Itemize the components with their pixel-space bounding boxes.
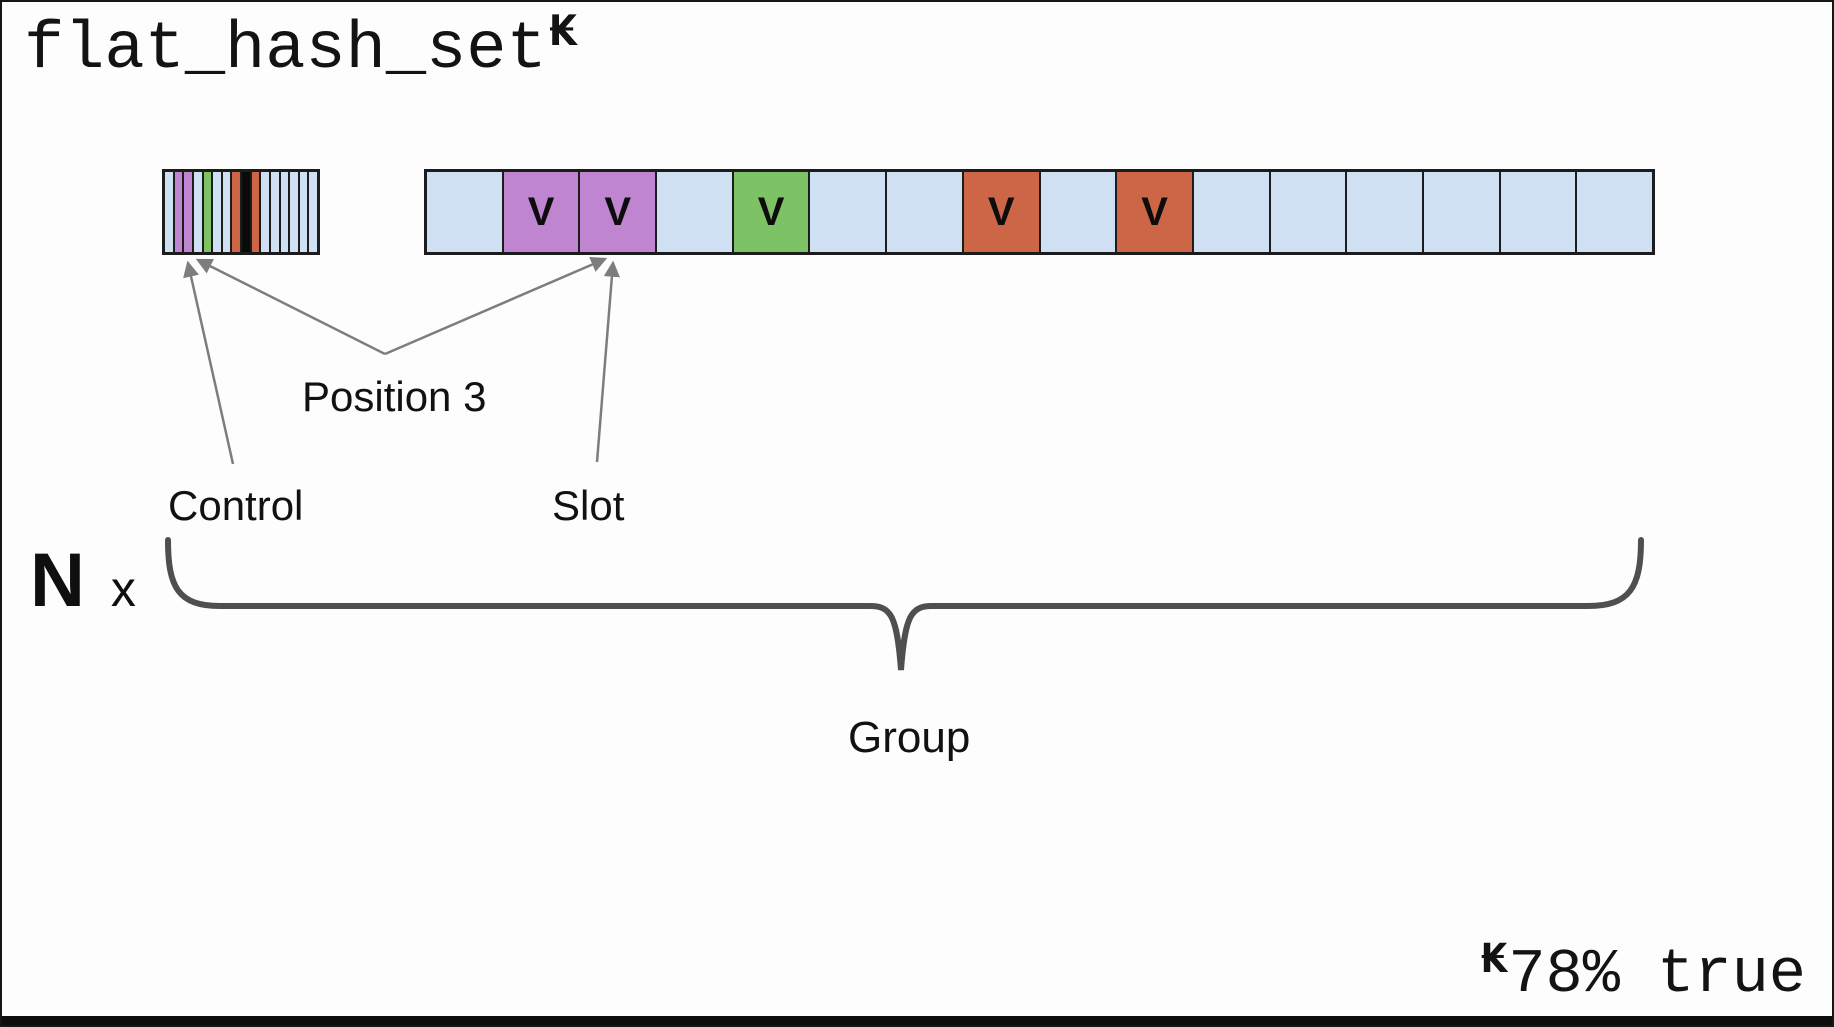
control-stripe-6-empty bbox=[222, 172, 231, 252]
slot-cell-11-empty bbox=[1270, 172, 1346, 252]
multiplier-n: N bbox=[30, 538, 85, 623]
slot-cell-6-empty bbox=[887, 172, 962, 252]
slot-value-label: V bbox=[604, 189, 632, 234]
control-stripe-10-empty bbox=[261, 172, 269, 252]
control-stripe-14-empty bbox=[299, 172, 308, 252]
control-stripe-8-deleted bbox=[242, 172, 250, 252]
slot-cell-14-empty bbox=[1500, 172, 1576, 252]
slot-value-label: V bbox=[1141, 189, 1168, 234]
control-label: Control bbox=[168, 482, 304, 529]
slot-cell-12-empty bbox=[1347, 172, 1422, 252]
slot-cell-2-occupied: V bbox=[580, 172, 656, 252]
slot-cell-3-empty bbox=[657, 172, 732, 252]
control-stripe-1-purple bbox=[174, 172, 183, 252]
control-stripe-3-empty bbox=[193, 172, 202, 252]
slot-cell-7-occupied: V bbox=[963, 172, 1039, 252]
group-label: Group bbox=[848, 713, 971, 762]
page-title: flat_hash_set₭ bbox=[24, 7, 578, 88]
slot-cell-5-empty bbox=[810, 172, 886, 252]
letterbox-bar bbox=[2, 1016, 1832, 1025]
control-stripe-4-green bbox=[203, 172, 212, 252]
control-label-arrow bbox=[183, 260, 235, 465]
control-stripe-2-purple bbox=[184, 172, 192, 252]
slot-cell-1-occupied: V bbox=[503, 172, 579, 252]
control-stripe-9-orange bbox=[251, 172, 260, 252]
footnote-text: 78% true bbox=[1508, 938, 1806, 1010]
title-footnote-mark: ₭ bbox=[548, 6, 578, 55]
group-count-multiplier: N x bbox=[30, 537, 136, 624]
slot-label: Slot bbox=[552, 482, 625, 529]
slot-label-arrow bbox=[595, 260, 620, 463]
control-stripe-0-empty bbox=[165, 172, 173, 252]
slot-value-label: V bbox=[527, 189, 555, 234]
slot-cell-0-empty bbox=[427, 172, 502, 252]
slot-cell-9-occupied: V bbox=[1117, 172, 1192, 252]
control-stripe-5-empty bbox=[213, 172, 221, 252]
control-stripe-13-empty bbox=[290, 172, 298, 252]
slot-cell-10-empty bbox=[1193, 172, 1269, 252]
control-block bbox=[162, 169, 320, 255]
title-text: flat_hash_set bbox=[24, 12, 547, 88]
multiplier-x: x bbox=[110, 561, 136, 617]
slot-cell-4-occupied: V bbox=[733, 172, 809, 252]
slot-cell-15-empty bbox=[1577, 172, 1652, 252]
footnote-mark: ₭ bbox=[1480, 935, 1509, 982]
footnote: ₭ 78% true bbox=[1481, 936, 1807, 1010]
control-stripe-12-empty bbox=[280, 172, 289, 252]
position3-arrow-to-slot bbox=[384, 257, 608, 356]
group-brace bbox=[165, 537, 1644, 671]
control-stripe-11-empty bbox=[270, 172, 279, 252]
slot-value-label: V bbox=[757, 189, 785, 234]
slot-value-label: V bbox=[987, 189, 1015, 234]
position3-arrow-to-control bbox=[195, 258, 386, 356]
control-stripe-7-orange bbox=[232, 172, 240, 252]
slot-cell-8-empty bbox=[1040, 172, 1116, 252]
control-stripe-15-empty bbox=[309, 172, 317, 252]
position3-label: Position 3 bbox=[302, 373, 487, 420]
slot-cell-13-empty bbox=[1423, 172, 1499, 252]
